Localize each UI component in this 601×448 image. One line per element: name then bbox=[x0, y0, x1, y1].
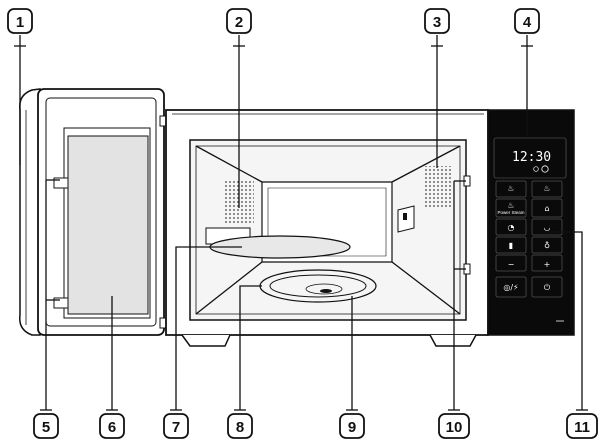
panel-button[interactable]: ⏻ bbox=[531, 276, 563, 298]
svg-text:3: 3 bbox=[433, 14, 441, 31]
button-grid: ♨ ♨ ♨ Power Steam ⌂ ◔ ◡ bbox=[495, 180, 563, 298]
auto-cook-icon: ▮ bbox=[509, 241, 513, 250]
panel-button[interactable]: ♨ bbox=[531, 180, 563, 198]
svg-text:8: 8 bbox=[236, 419, 244, 436]
door-edge bbox=[19, 88, 41, 336]
minus-icon: − bbox=[508, 260, 515, 269]
panel-button[interactable]: − bbox=[495, 254, 527, 272]
panel-button[interactable]: ⌂ bbox=[531, 198, 563, 218]
defrost-icon: ⌂ bbox=[544, 204, 549, 213]
callout-7: 7 bbox=[163, 413, 189, 439]
foot-right bbox=[429, 334, 477, 347]
coupler bbox=[320, 289, 332, 293]
timer-icon: ◔ bbox=[508, 223, 515, 232]
power-steam-label: Power Steam bbox=[497, 210, 524, 215]
control-panel: 12:30 ♨ ♨ ♨ Power Steam ⌂ bbox=[487, 109, 575, 336]
leader-11 bbox=[548, 231, 583, 410]
window-border bbox=[63, 127, 151, 319]
callout-6: 6 bbox=[99, 413, 125, 439]
leader-8 bbox=[239, 285, 262, 410]
eco-icon: ◡ bbox=[544, 223, 551, 232]
display-area bbox=[493, 137, 567, 179]
panel-button[interactable]: ♨ Power Steam bbox=[495, 198, 527, 218]
svg-text:9: 9 bbox=[348, 419, 356, 436]
leader-lines bbox=[14, 35, 588, 411]
svg-text:10: 10 bbox=[446, 419, 463, 436]
svg-text:4: 4 bbox=[523, 14, 532, 31]
power-steam-icon: ♨ bbox=[507, 201, 514, 210]
roller-ring-inner bbox=[269, 274, 367, 298]
callout-9: 9 bbox=[339, 413, 365, 439]
door-latch-top bbox=[53, 177, 69, 189]
callout-4: 4 bbox=[514, 8, 540, 34]
cavity-back-inner bbox=[267, 187, 387, 257]
model-badge bbox=[556, 320, 564, 322]
panel-button[interactable]: ◔ bbox=[495, 218, 527, 236]
callout-8: 8 bbox=[227, 413, 253, 439]
callout-1: 1 bbox=[7, 8, 33, 34]
callout-2: 2 bbox=[226, 8, 252, 34]
panel-body bbox=[487, 109, 575, 336]
vent-right-dots bbox=[424, 166, 452, 208]
svg-text:2: 2 bbox=[235, 14, 243, 31]
indicator-dot-2 bbox=[541, 165, 549, 173]
combi-icon: ♨ bbox=[543, 184, 550, 193]
panel-button[interactable]: ♨ bbox=[495, 180, 527, 198]
callout-10: 10 bbox=[438, 413, 470, 439]
svg-text:7: 7 bbox=[172, 419, 180, 436]
lock-icon: ♁ bbox=[544, 241, 550, 250]
door-latch-bottom bbox=[53, 297, 69, 309]
callout-3: 3 bbox=[424, 8, 450, 34]
cover-slot bbox=[403, 213, 407, 220]
panel-button[interactable]: ◎/⚡ bbox=[495, 276, 527, 298]
coupler-ring bbox=[305, 283, 343, 295]
panel-button[interactable]: + bbox=[531, 254, 563, 272]
svg-text:1: 1 bbox=[16, 14, 24, 31]
svg-text:5: 5 bbox=[42, 419, 50, 436]
panel-button[interactable]: ◡ bbox=[531, 218, 563, 236]
stop-eco-icon: ◎/⚡ bbox=[503, 283, 518, 292]
cavity-edge-tl bbox=[195, 145, 263, 183]
door-window bbox=[67, 135, 149, 315]
cavity-edge-bl bbox=[195, 261, 263, 315]
plus-icon: + bbox=[544, 260, 551, 269]
svg-text:6: 6 bbox=[108, 419, 116, 436]
cavity-edge-tr bbox=[391, 145, 461, 183]
grill-vent-right bbox=[424, 166, 452, 208]
door bbox=[19, 88, 169, 336]
indicator-dot-1 bbox=[533, 166, 539, 172]
oven-body bbox=[165, 109, 489, 347]
panel-button[interactable]: ♁ bbox=[531, 236, 563, 254]
callout-5: 5 bbox=[33, 413, 59, 439]
svg-text:11: 11 bbox=[574, 419, 590, 436]
clock-display: 12:30 bbox=[512, 150, 551, 165]
start-icon: ⏻ bbox=[544, 283, 551, 292]
leader-7 bbox=[175, 246, 242, 410]
cavity-edge-br bbox=[391, 261, 461, 315]
panel-button[interactable]: ▮ bbox=[495, 236, 527, 254]
foot-left bbox=[181, 334, 231, 347]
callout-11: 11 bbox=[566, 413, 598, 439]
grill-icon: ♨ bbox=[507, 184, 514, 193]
